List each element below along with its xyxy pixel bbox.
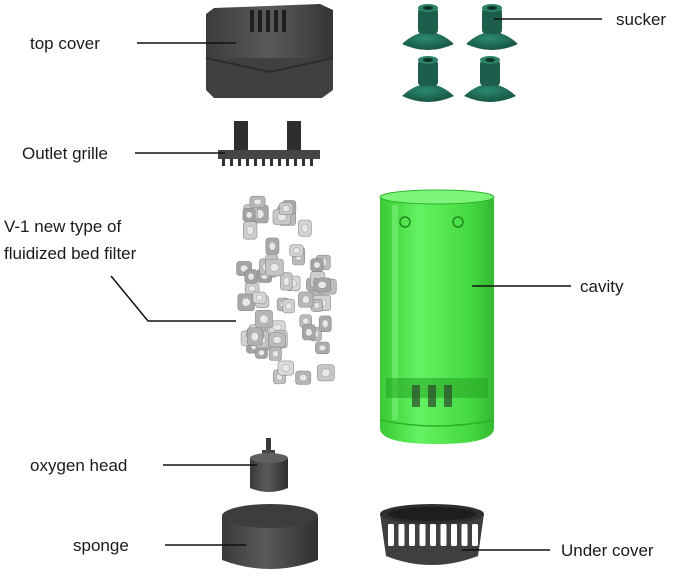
media-piece bbox=[237, 293, 255, 311]
media-piece bbox=[317, 364, 335, 382]
under-cover-slot bbox=[461, 524, 468, 546]
sucker-2 bbox=[466, 4, 518, 50]
top-cover-part bbox=[205, 4, 334, 98]
media-piece bbox=[252, 291, 267, 304]
media-piece bbox=[255, 309, 273, 329]
sponge-part bbox=[222, 504, 318, 569]
media-piece bbox=[318, 315, 332, 332]
media-piece bbox=[302, 324, 316, 341]
label-sucker: sucker bbox=[616, 10, 667, 29]
under-cover-slot bbox=[430, 524, 436, 546]
under-cover-slot bbox=[440, 524, 447, 546]
sucker-1 bbox=[402, 4, 454, 50]
label-bed-filter-line2: fluidized bed filter bbox=[4, 244, 137, 263]
media-piece bbox=[246, 327, 263, 346]
fluidized-bed-media-part bbox=[236, 195, 337, 385]
media-piece bbox=[298, 219, 312, 237]
sucker-4 bbox=[464, 56, 516, 102]
leader-lines bbox=[110, 18, 602, 551]
media-piece bbox=[255, 346, 268, 359]
cavity-part bbox=[379, 189, 495, 444]
media-piece bbox=[268, 346, 282, 361]
label-oxygen-head: oxygen head bbox=[30, 456, 128, 475]
leader-bed-filter bbox=[110, 275, 236, 322]
under-cover-slot bbox=[398, 524, 405, 546]
media-piece bbox=[265, 258, 284, 277]
media-piece bbox=[313, 277, 332, 293]
label-sponge: sponge bbox=[73, 536, 129, 555]
under-cover-slot bbox=[409, 524, 415, 546]
media-piece bbox=[272, 209, 292, 225]
media-piece bbox=[280, 272, 293, 291]
media-piece bbox=[298, 291, 314, 308]
oxygen-head-part bbox=[250, 438, 288, 492]
media-piece bbox=[278, 202, 294, 215]
media-piece bbox=[268, 332, 286, 348]
media-piece bbox=[289, 244, 304, 257]
media-piece bbox=[277, 360, 294, 376]
under-cover-part bbox=[380, 504, 484, 565]
label-bed-filter-line1: V-1 new type of bbox=[4, 217, 122, 236]
media-piece bbox=[244, 269, 258, 284]
label-cavity: cavity bbox=[580, 277, 624, 296]
under-cover-slot bbox=[419, 524, 426, 546]
media-piece bbox=[243, 221, 258, 240]
media-piece bbox=[249, 195, 266, 209]
media-piece bbox=[295, 370, 312, 385]
media-piece bbox=[244, 282, 260, 295]
label-outlet-grille: Outlet grille bbox=[22, 144, 108, 163]
label-top-cover: top cover bbox=[30, 34, 100, 53]
label-under-cover: Under cover bbox=[561, 541, 654, 560]
under-cover-slot bbox=[388, 524, 394, 546]
media-piece bbox=[242, 208, 256, 222]
media-piece bbox=[265, 237, 280, 255]
outlet-grille-part bbox=[218, 121, 320, 166]
media-piece bbox=[315, 341, 330, 354]
media-piece bbox=[310, 258, 324, 272]
under-cover-slot bbox=[451, 524, 457, 546]
sucker-parts bbox=[402, 4, 518, 102]
media-piece bbox=[282, 298, 295, 314]
sucker-3 bbox=[402, 56, 454, 102]
under-cover-slot bbox=[472, 524, 478, 546]
